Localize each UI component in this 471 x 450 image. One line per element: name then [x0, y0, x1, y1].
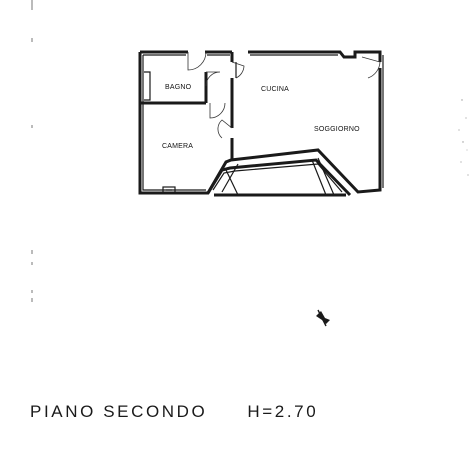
- ceiling-height: H=2.70: [247, 402, 319, 421]
- room-label-bathroom: BAGNO: [165, 84, 192, 91]
- scan-speckle: [458, 99, 469, 176]
- fixtures: [162, 186, 176, 194]
- bay-window: [206, 157, 352, 197]
- floor-name: PIANO SECONDO: [30, 402, 208, 421]
- room-label-living: SOGGIORNO: [314, 126, 360, 133]
- interior-walls: [140, 52, 237, 160]
- north-arrow-icon: [316, 309, 330, 327]
- floor-caption: PIANO SECONDO H=2.70: [30, 402, 470, 422]
- outer-walls: [138, 50, 384, 195]
- room-label-kitchen: CUCINA: [261, 86, 289, 93]
- room-label-bedroom: CAMERA: [162, 143, 193, 150]
- door-swings: [187, 51, 381, 139]
